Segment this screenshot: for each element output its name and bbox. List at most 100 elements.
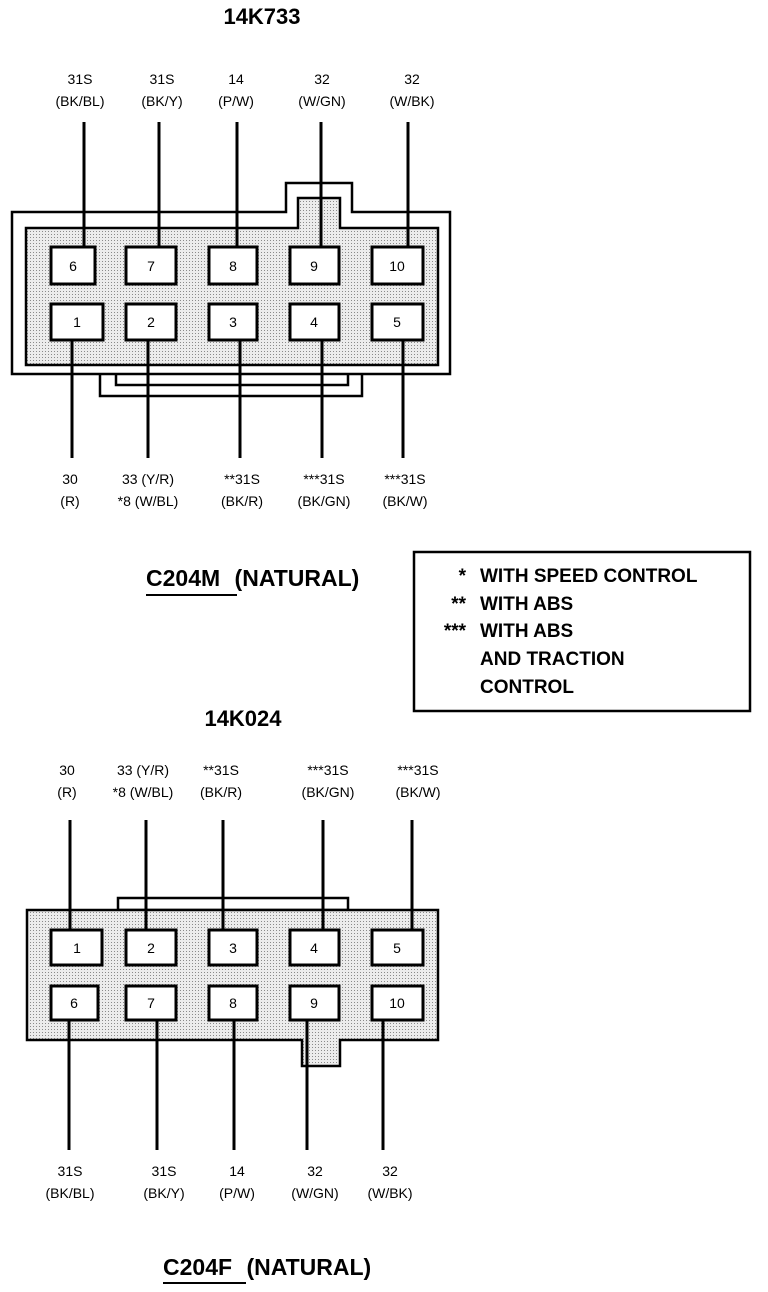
wire-label-circuit: 31S [152,1163,177,1179]
wire-label-color: (BK/W) [395,784,440,800]
pin-cavity [370,245,425,286]
bottom-connector-lower-labels: 31S (BK/BL) 31S (BK/Y) 14 (P/W) 32 (W/GN… [45,1163,412,1201]
part-number-bottom: 14K024 [204,706,282,731]
legend-text: AND TRACTION [480,649,625,670]
legend-symbol: *** [444,621,467,642]
pin-number: 2 [147,940,155,956]
pin-cavity [49,928,104,967]
pin-number: 9 [310,995,318,1011]
bottom-connector-lower-wires [67,1018,385,1150]
pin-cavity [207,984,259,1022]
wire-label-color: (BK/W) [382,493,427,509]
pin-number: 9 [310,258,318,274]
pin-cavity [370,928,425,967]
wire-label-circuit: 14 [228,71,244,87]
wire-label-color: (BK/GN) [298,493,351,509]
connector-color-note: (NATURAL) [246,1254,371,1280]
wire-label-color: (P/W) [219,1185,255,1201]
connector-name-c204m: C204M (NATURAL) [146,565,359,591]
wire-label-color: *8 (W/BL) [113,784,174,800]
pin-number: 3 [229,940,237,956]
pin-cavity [124,928,178,967]
pin-number: 2 [147,314,155,330]
top-connector-pins-upper: 6 7 8 9 10 [49,245,425,286]
wire-label-color: (BK/R) [200,784,242,800]
bottom-connector-upper-labels: 30 (R) 33 (Y/R) *8 (W/BL) **31S (BK/R) *… [57,762,440,800]
pin-number: 8 [229,995,237,1011]
pin-cavity [207,302,259,342]
wire-label-circuit: 31S [68,71,93,87]
legend-symbol: * [459,566,467,587]
top-connector-pins-lower: 1 2 3 4 5 [49,302,425,342]
legend-text: WITH ABS [480,621,573,642]
wire-label-color: (BK/R) [221,493,263,509]
legend-text: WITH ABS [480,594,573,615]
wire-label-color: *8 (W/BL) [118,493,179,509]
connector-id: C204F [163,1254,232,1280]
wire-label-color: (W/GN) [298,93,345,109]
top-connector-upper-labels: 31S (BK/BL) 31S (BK/Y) 14 (P/W) 32 (W/GN… [55,71,434,109]
wire-label-color: (P/W) [218,93,254,109]
wire-label-color: (R) [57,784,76,800]
wire-label-color: (W/GN) [291,1185,338,1201]
pin-cavity [49,302,105,342]
wire-label-color: (R) [60,493,79,509]
pin-cavity [288,928,341,967]
top-connector-lower-wires [70,339,405,458]
pin-cavity [370,302,425,342]
part-number-top: 14K733 [223,4,300,29]
pin-cavity [288,984,341,1022]
bottom-connector-pins-lower: 6 7 8 9 10 [49,984,425,1022]
pin-number: 6 [69,258,77,274]
wire-label-circuit: 33 (Y/R) [117,762,169,778]
legend-text: WITH SPEED CONTROL [480,566,698,587]
wire-label-circuit: 30 [62,471,78,487]
wire-label-circuit: ***31S [307,762,348,778]
wire-label-color: (BK/GN) [302,784,355,800]
wire-label-circuit: 30 [59,762,75,778]
wire-label-circuit: 31S [58,1163,83,1179]
pin-cavity [124,302,178,342]
wire-label-circuit: 32 [314,71,330,87]
wire-label-circuit: **31S [203,762,239,778]
pin-number: 4 [310,314,318,330]
wire-label-circuit: 32 [404,71,420,87]
wire-label-circuit: ***31S [384,471,425,487]
legend-symbol: ** [451,594,466,615]
pin-number: 8 [229,258,237,274]
pin-cavity [124,984,178,1022]
wire-label-color: (BK/Y) [141,93,182,109]
connector-color-note: (NATURAL) [235,565,360,591]
wire-label-circuit: 14 [229,1163,245,1179]
wire-label-circuit: 33 (Y/R) [122,471,174,487]
pin-number: 5 [393,314,401,330]
wire-label-color: (BK/BL) [45,1185,94,1201]
bottom-connector-upper-wires [68,820,414,930]
pin-number: 6 [70,995,78,1011]
wire-label-circuit: 32 [382,1163,398,1179]
wire-label-circuit: 31S [150,71,175,87]
bottom-connector-pins-upper: 1 2 3 4 5 [49,928,425,967]
top-connector-lower-labels: 30 (R) 33 (Y/R) *8 (W/BL) **31S (BK/R) *… [60,471,427,509]
legend-box: * WITH SPEED CONTROL ** WITH ABS *** WIT… [412,550,752,713]
pin-number: 10 [389,995,405,1011]
pin-cavity [207,245,259,286]
pin-number: 7 [147,995,155,1011]
pin-cavity [49,984,100,1022]
connector-body-c204m [10,181,452,398]
pin-number: 4 [310,940,318,956]
pin-cavity [124,245,178,286]
pin-number: 1 [73,940,81,956]
pin-cavity [49,245,97,286]
wire-label-circuit: ***31S [303,471,344,487]
wire-label-color: (W/BK) [367,1185,412,1201]
wire-label-circuit: **31S [224,471,260,487]
wire-label-color: (BK/BL) [55,93,104,109]
top-connector-upper-wires [82,122,410,247]
pin-cavity [207,928,259,967]
legend-text: CONTROL [480,677,574,698]
wire-label-circuit: 32 [307,1163,323,1179]
pin-cavity [288,245,341,286]
wire-label-color: (W/BK) [389,93,434,109]
